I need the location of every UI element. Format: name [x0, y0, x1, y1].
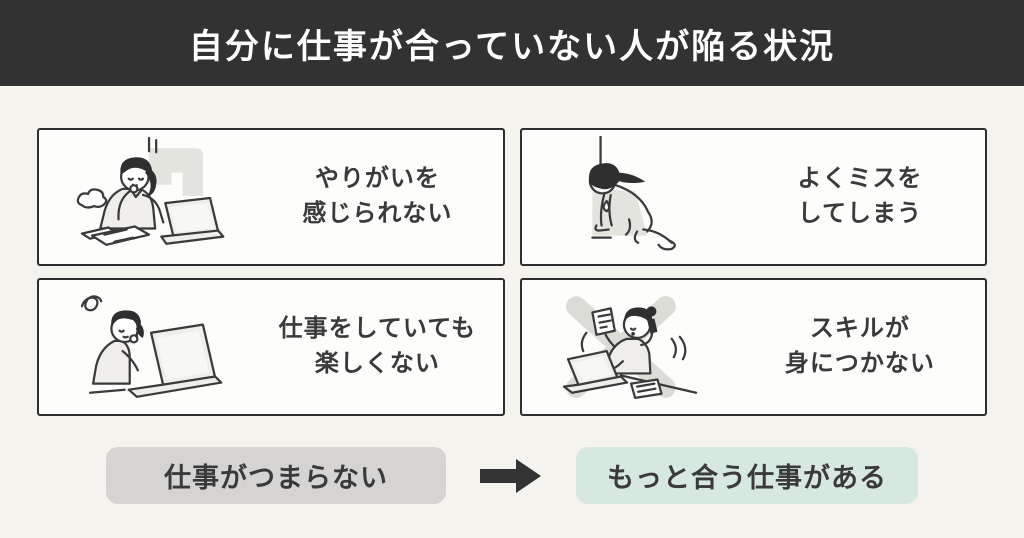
woman-kneeling-dejected-illustration: [588, 136, 676, 251]
situation-line: スキルが: [809, 315, 910, 343]
situation-line: してしまう: [797, 200, 922, 227]
situation-line: よくミスを: [797, 165, 923, 193]
situation-line: 感じられない: [302, 200, 453, 227]
situation-card-no-skills: スキルが 身につかない: [519, 278, 987, 416]
card-illustration-wrap: [39, 280, 252, 414]
situation-card-mistakes: よくミスを してしまう: [519, 128, 987, 266]
right-arrow-icon: [480, 458, 541, 493]
situation-card-no-fun: 仕事をしていても 楽しくない: [37, 278, 505, 416]
situation-label: スキルが 身につかない: [735, 312, 985, 382]
woman-unhappy-at-laptop-illustration: [80, 295, 222, 398]
situation-label: よくミスを してしまう: [735, 162, 985, 232]
result-pill: もっと合う仕事がある: [576, 447, 918, 504]
situation-line: やりがいを: [314, 165, 440, 193]
situation-card-no-fulfillment: やりがいを 感じられない: [37, 128, 505, 266]
situation-line: 仕事をしていても: [278, 315, 477, 343]
card-illustration-wrap: [522, 280, 735, 414]
conclusion-row: 仕事がつまらない もっと合う仕事がある: [0, 447, 1024, 504]
situation-grid: やりがいを 感じられない: [37, 128, 987, 416]
card-illustration-wrap: [39, 130, 252, 264]
header-banner: 自分に仕事が合っていない人が陥る状況: [0, 0, 1024, 86]
situation-label: やりがいを 感じられない: [252, 162, 502, 232]
premise-pill: 仕事がつまらない: [106, 447, 446, 504]
woman-sighing-at-desk-illustration: [76, 136, 224, 246]
situation-line: 楽しくない: [314, 350, 440, 377]
woman-busy-phone-crossed-out-illustration: [562, 296, 698, 399]
card-illustration-wrap: [522, 130, 735, 264]
situation-line: 身につかない: [784, 350, 935, 377]
situation-label: 仕事をしていても 楽しくない: [252, 312, 502, 382]
page-title: 自分に仕事が合っていない人が陥る状況: [188, 27, 836, 66]
